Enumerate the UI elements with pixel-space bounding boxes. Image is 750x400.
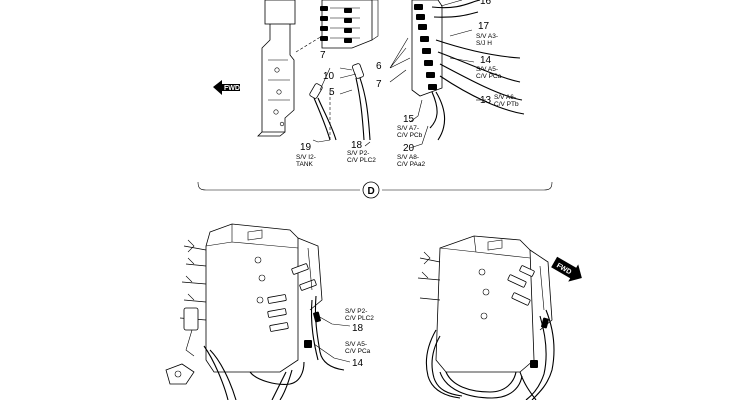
callout-10: 10 — [323, 71, 335, 82]
callout-18-label-1: S/V P2- — [347, 150, 369, 157]
callout-19-number: 19 — [300, 142, 312, 153]
bottom-callout-18-number: 18 — [352, 323, 364, 334]
bottom-callout-14-label-1: S/V A5- — [345, 341, 367, 348]
bottom-right-view: FWD — [417, 235, 582, 400]
callout-18-number: 18 — [351, 140, 363, 151]
callout-5: 5 — [329, 87, 335, 98]
callout-15-label-2: C/V PCb — [397, 132, 423, 139]
callout-15-number: 15 — [403, 114, 415, 125]
callout-20-label-2: C/V PAa2 — [397, 161, 425, 168]
callout-14-label-2: C/V PCa — [476, 73, 502, 80]
callout-20-label-1: S/V A8- — [397, 154, 419, 161]
callout-13-number: 13 — [480, 95, 492, 106]
fwd-label-top: FWD — [224, 85, 240, 92]
bottom-left-view: S/V P2- C/V PLC2 18 S/V A5- C/V PCa 14 — [165, 223, 374, 400]
callout-17-number: 17 — [478, 21, 490, 32]
leader-lines-top — [312, 0, 486, 149]
view-circle — [362, 181, 380, 199]
callout-18-label-2: C/V PLC2 — [347, 157, 376, 164]
callout-7-lower: 7 — [376, 79, 382, 90]
callout-13-label-1: S/V A6- — [494, 94, 516, 101]
fwd-arrow-bottom: FWD — [551, 256, 582, 282]
view-bracket: D — [197, 181, 553, 199]
callout-16: 16 — [480, 0, 492, 7]
callout-19-label-2: TANK — [296, 161, 314, 168]
mounting-bracket — [257, 0, 296, 137]
bottom-callout-18-label-2: C/V PLC2 — [345, 315, 374, 322]
bottom-callout-14-label-2: C/V PCa — [345, 348, 371, 355]
callout-13-label-2: C/V PTb — [494, 101, 519, 108]
solenoid-valve-stack — [411, 0, 443, 97]
callout-17-label-1: S/V A3- — [476, 33, 498, 40]
bottom-callout-14-number: 14 — [352, 358, 364, 369]
callout-6: 6 — [376, 61, 382, 72]
callout-15-label-1: S/V A7- — [397, 125, 419, 132]
top-detail-view: 16 17 S/V A3- S/J H 14 S/V A5- C/V PCa 1… — [197, 0, 553, 199]
hose-bundle — [429, 0, 525, 141]
callout-14-label-1: S/V A5- — [476, 66, 498, 73]
bottom-callout-18-label-1: S/V P2- — [345, 308, 367, 315]
callout-17-label-2: S/J H — [476, 40, 492, 47]
callout-14-number: 14 — [480, 55, 492, 66]
fwd-arrow-top: FWD — [213, 80, 240, 95]
callout-20-number: 20 — [403, 143, 415, 154]
callout-19-label-1: S/V I2- — [296, 154, 316, 161]
valve-block — [320, 0, 379, 49]
hose-pair-center — [309, 63, 371, 141]
view-letter: D — [368, 186, 375, 197]
callout-7-upper: 7 — [320, 50, 326, 61]
